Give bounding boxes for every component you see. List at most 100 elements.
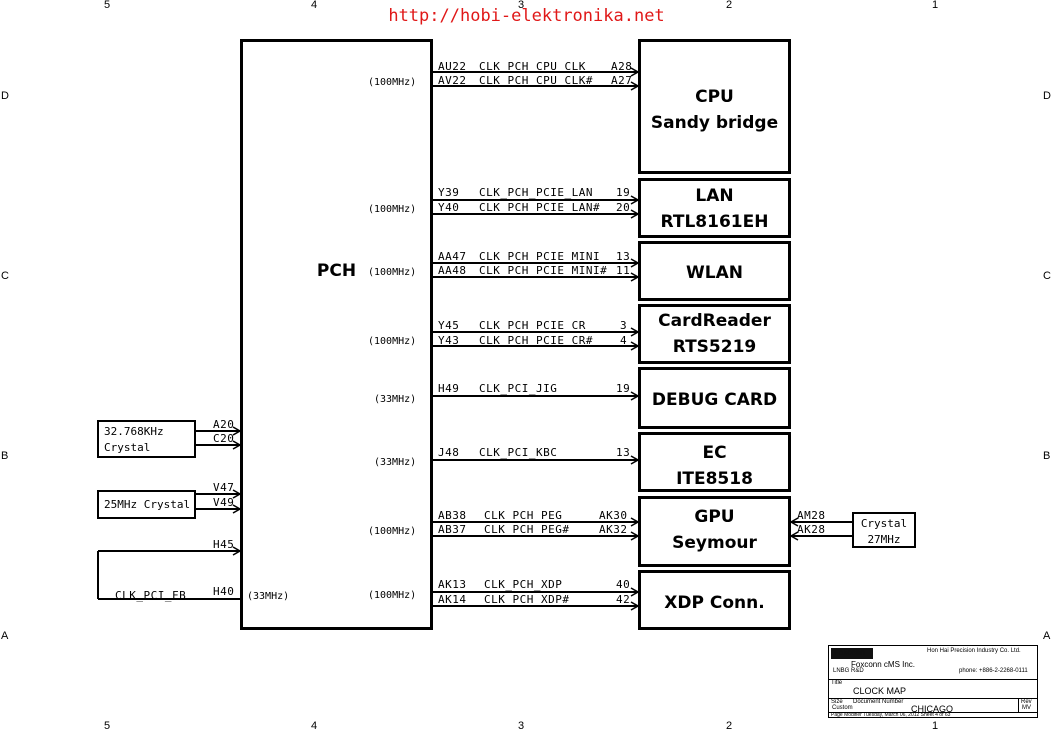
pch-pin: H49 (438, 382, 460, 395)
dest-pin: 13 (616, 250, 631, 263)
pch-pin: Y43 (438, 334, 460, 347)
clock-frequency: (33MHz) (374, 394, 417, 405)
title-divider (829, 698, 1037, 699)
block-title: DEBUG CARD (651, 390, 778, 410)
dest-pin: 40 (616, 578, 631, 591)
clock-frequency: (100MHz) (368, 204, 417, 215)
pch-pin: H40 (213, 585, 235, 598)
net-name: CLK_PCH_PCIE_CR (479, 319, 586, 332)
gpu-pin: AK28 (797, 523, 826, 536)
dest-pin: 19 (616, 186, 631, 199)
clock-frequency: (100MHz) (368, 526, 417, 537)
grid-row-label: C (1, 270, 9, 282)
dest-pin: 20 (616, 201, 631, 214)
dest-pin: 42 (616, 593, 631, 606)
grid-col-label: 4 (311, 0, 318, 11)
pch-pin: A20 (213, 418, 235, 431)
xdp-connector-block: XDP Conn. (638, 570, 791, 630)
net-name: CLK_PCH_PCIE_MINI (479, 250, 601, 263)
size-field-label: Size (831, 699, 843, 705)
grid-col-label: 1 (932, 720, 939, 732)
sheet-size: Custom (832, 705, 853, 711)
pch-pin: C20 (213, 432, 235, 445)
arrow-head (789, 531, 799, 541)
pch-pin: AK14 (438, 593, 467, 606)
pch-pin: Y40 (438, 201, 460, 214)
block-title: GPU (694, 507, 735, 527)
block-subtitle: Seymour (672, 533, 757, 553)
pch-pin: J48 (438, 446, 460, 459)
company-name: Hon Hai Precision Industry Co. Ltd. (927, 648, 1021, 654)
block-title: CardReader (658, 311, 771, 331)
pch-pin: AB37 (438, 523, 467, 536)
clock-frequency: (100MHz) (368, 267, 417, 278)
block-subtitle: Sandy bridge (650, 113, 779, 133)
grid-row-label: B (1043, 450, 1051, 462)
title-field-label: Title (831, 680, 843, 686)
department: LNBG R&D (833, 668, 864, 674)
pch-pin: V49 (213, 496, 235, 509)
pch-pin: AV22 (438, 74, 467, 87)
crystal-frequency: 27MHz (867, 533, 901, 546)
dest-pin: 4 (620, 334, 628, 347)
gpu-block: GPU Seymour (638, 496, 791, 567)
revision: MV (1022, 705, 1031, 711)
logo-text: Foxconn (834, 648, 865, 657)
block-subtitle: RTL8161EH (660, 212, 769, 232)
gpu-pin: AM28 (797, 509, 826, 522)
net-name: CLK_PCH_PEG (484, 509, 563, 522)
dest-pin: AK32 (599, 523, 628, 536)
title-divider (829, 712, 1037, 713)
cardreader-block: CardReader RTS5219 (638, 304, 791, 364)
clock-frequency: (100MHz) (368, 590, 417, 601)
grid-row-label: B (1, 450, 9, 462)
dest-pin: 11 (616, 264, 631, 277)
block-subtitle: ITE8518 (676, 469, 753, 489)
net-name: CLK_PCH_XDP (484, 578, 563, 591)
grid-row-label: A (1043, 630, 1051, 642)
title-block: Foxconn Hon Hai Precision Industry Co. L… (828, 645, 1038, 718)
block-title: EC (702, 443, 727, 463)
sheet-title: CLOCK MAP (853, 686, 907, 696)
dest-pin: 13 (616, 446, 631, 459)
net-name: CLK_PCI_JIG (479, 382, 558, 395)
project-name: CHICAGO (911, 704, 954, 714)
block-title: LAN (695, 186, 734, 206)
company-sub: Foxconn cMS Inc. (851, 660, 916, 669)
net-name: CLK_PCH_XDP# (484, 593, 570, 606)
grid-col-label: 1 (932, 0, 939, 11)
pch-pin: AA48 (438, 264, 467, 277)
net-name: CLK_PCI_KBC (479, 446, 558, 459)
crystal-label: 25MHz Crystal (104, 498, 191, 511)
title-divider (829, 679, 1037, 680)
pch-pin: AB38 (438, 509, 467, 522)
block-title: XDP Conn. (664, 593, 765, 613)
clock-frequency: (33MHz) (247, 591, 290, 602)
pch-block: PCH (240, 39, 433, 630)
cpu-block: CPU Sandy bridge (638, 39, 791, 174)
pch-pin: AK13 (438, 578, 467, 591)
block-title: CPU (695, 87, 734, 107)
net-name: CLK_PCH_PCIE_LAN (479, 186, 593, 199)
crystal-label: Crystal (104, 441, 151, 454)
company-logo: Foxconn (831, 648, 873, 659)
grid-col-label: 3 (518, 0, 525, 11)
rev-field-label: Rev (1021, 699, 1032, 705)
dest-pin: 3 (620, 319, 628, 332)
dest-pin: A28 (611, 60, 633, 73)
ec-block: EC ITE8518 (638, 432, 791, 492)
arrow-head (789, 517, 799, 527)
grid-col-label: 5 (104, 720, 111, 732)
clock-frequency: (100MHz) (368, 77, 417, 88)
pch-pin: Y45 (438, 319, 460, 332)
crystal-25mhz: 25MHz Crystal (97, 490, 196, 519)
dest-pin: 19 (616, 382, 631, 395)
pch-pin: H45 (213, 538, 235, 551)
pch-label: PCH (316, 261, 357, 281)
phone: phone: +886-2-2268-0111 (959, 668, 1028, 674)
net-name: CLK_PCI_FB (115, 589, 187, 602)
source-url[interactable]: http://hobi-elektronika.net (388, 6, 665, 26)
clock-frequency: (33MHz) (374, 457, 417, 468)
